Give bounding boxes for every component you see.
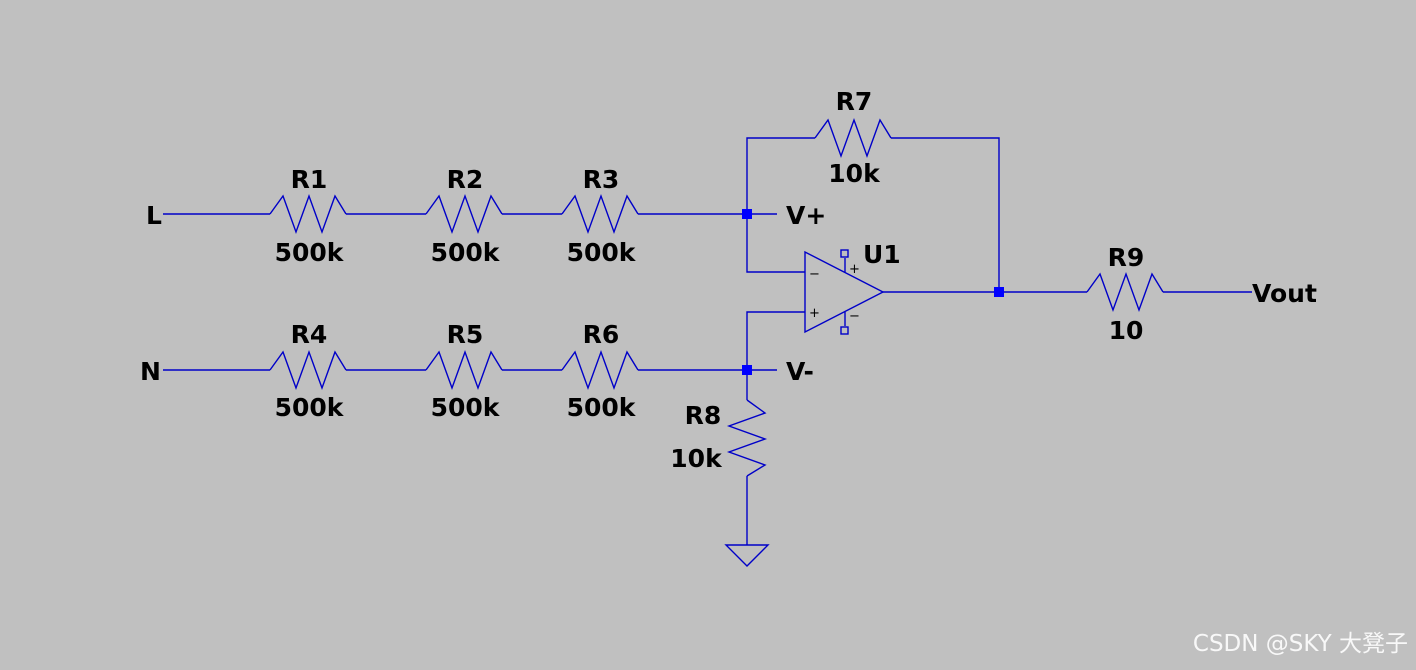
resistor-R2-symbol xyxy=(425,193,503,235)
resistor-R3-symbol xyxy=(561,193,639,235)
wire-node-noninverting xyxy=(746,311,805,370)
net-label-vplus: V+ xyxy=(786,201,826,230)
resistor-R1-symbol xyxy=(269,193,347,235)
opamp-U1: − + + − xyxy=(804,249,885,335)
resistor-R4-symbol xyxy=(269,349,347,391)
R6-name: R6 xyxy=(583,320,620,349)
R7-name: R7 xyxy=(836,87,873,116)
opamp-supply-pos-sign: + xyxy=(849,262,860,277)
net-label-N: N xyxy=(140,357,161,386)
R4-value: 500k xyxy=(275,393,345,422)
opamp-triangle xyxy=(804,250,885,334)
junction-output xyxy=(994,287,1004,297)
wire-feedback-left xyxy=(746,137,815,214)
R3-name: R3 xyxy=(583,165,620,194)
wire-node-inverting xyxy=(746,214,805,273)
R4-name: R4 xyxy=(291,320,328,349)
R5-name: R5 xyxy=(447,320,484,349)
watermark: CSDN @SKY 大凳子 xyxy=(1193,631,1408,657)
junction-vplus xyxy=(742,209,752,219)
R6-value: 500k xyxy=(567,393,637,422)
U1-name: U1 xyxy=(863,240,901,269)
R3-value: 500k xyxy=(567,238,637,267)
opamp-noninverting-sign: + xyxy=(809,306,820,321)
junctions xyxy=(742,209,1004,375)
R9-value: 10 xyxy=(1109,316,1144,345)
R8-value: 10k xyxy=(670,444,723,473)
resistor-R9-symbol xyxy=(1086,271,1164,313)
R1-name: R1 xyxy=(291,165,328,194)
net-label-vminus: V- xyxy=(786,357,814,386)
resistor-R5-symbol xyxy=(425,349,503,391)
ground-symbol xyxy=(724,544,770,567)
net-label-L: L xyxy=(146,201,162,230)
opamp-supply-neg-pin xyxy=(840,326,849,335)
opamp-inverting-sign: − xyxy=(809,267,820,282)
opamp-supply-pos-pin xyxy=(840,249,849,258)
opamp-supply-neg-sign: − xyxy=(849,309,860,324)
wires xyxy=(163,137,1252,545)
resistor-R6-symbol xyxy=(561,349,639,391)
junction-vminus xyxy=(742,365,752,375)
resistor-R7-symbol xyxy=(814,117,892,159)
R5-value: 500k xyxy=(431,393,501,422)
R2-value: 500k xyxy=(431,238,501,267)
resistors xyxy=(269,117,1164,477)
R8-name: R8 xyxy=(685,401,722,430)
resistor-R8-symbol xyxy=(726,399,768,477)
R1-value: 500k xyxy=(275,238,345,267)
wire-feedback-right xyxy=(891,137,1000,292)
R2-name: R2 xyxy=(447,165,484,194)
R7-value: 10k xyxy=(828,159,881,188)
R9-name: R9 xyxy=(1108,243,1145,272)
net-label-vout: Vout xyxy=(1252,279,1317,308)
